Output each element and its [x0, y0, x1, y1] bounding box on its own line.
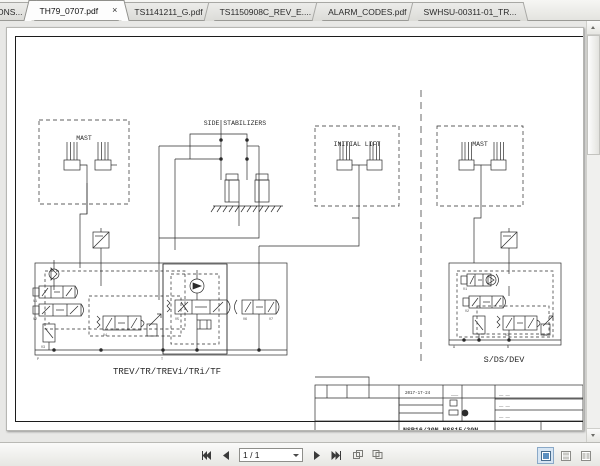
next-view-button[interactable]	[369, 446, 386, 464]
left-circuit-label: TREV/TR/TREVi/TRi/TF	[113, 367, 221, 377]
titleblock-scale-cell: ———	[450, 394, 459, 398]
port-b: B	[507, 346, 509, 350]
initial-lift-label: INITIAL LIFT	[334, 141, 381, 148]
tab-label: TS1150908C_REV_E....	[219, 6, 312, 17]
tab-ts1141211-g-pdf[interactable]: TS1141211_G.pdf	[123, 2, 210, 20]
tag-v1: V1	[33, 300, 37, 304]
tab-label: ONS...	[0, 6, 23, 17]
document-tab-bar: ONS... TH79_0707.pdf × TS1141211_G.pdf T…	[0, 0, 600, 21]
titleblock-approval-row-3: —— ——	[498, 416, 511, 420]
scroll-down-arrow-icon[interactable]	[587, 428, 600, 442]
titleblock-model: NSR16/20N,NSS15/20N	[403, 427, 478, 431]
mast-right-label: MAST	[472, 141, 488, 148]
chevron-down-icon[interactable]	[293, 454, 299, 457]
port-t: T	[161, 358, 163, 362]
titleblock-approval-row-2: —— ——	[498, 405, 511, 409]
tab-label: SWHSU-00311-01_TR...	[423, 6, 517, 17]
single-page-view-button[interactable]	[537, 447, 554, 464]
page-navigation-group	[198, 446, 386, 464]
tab-ts1150908c-rev-e-pdf[interactable]: TS1150908C_REV_E....	[208, 2, 319, 20]
right-valve-block	[448, 232, 562, 346]
next-page-button[interactable]	[308, 446, 325, 464]
mast-left-label: MAST	[76, 135, 92, 142]
continuous-page-view-button[interactable]	[557, 447, 574, 464]
titleblock-approval-row-1: —— ——	[498, 394, 511, 398]
document-viewport[interactable]: MAST SIDE STABILIZERS INITIAL LIFT MAST …	[0, 21, 600, 442]
side-stabilizers-group	[158, 120, 283, 258]
tab-label: ALARM_CODES.pdf	[328, 6, 407, 17]
port-a: A	[453, 346, 456, 350]
drawing-sheet-border	[15, 36, 583, 422]
right-circuit-label: S/DS/DEV	[484, 355, 526, 365]
tag-v6: V6	[243, 318, 247, 322]
initial-lift-group	[259, 125, 400, 247]
tag-v5: V5	[175, 318, 179, 322]
first-page-button[interactable]	[198, 446, 215, 464]
previous-view-button[interactable]	[350, 446, 367, 464]
tab-swhsu-00311-01-tr-pdf[interactable]: SWHSU-00311-01_TR...	[412, 2, 524, 20]
tab-th79-0707-pdf[interactable]: TH79_0707.pdf ×	[28, 0, 125, 20]
view-mode-group	[537, 447, 594, 464]
side-stabilizers-label: SIDE STABILIZERS	[204, 120, 267, 127]
scroll-up-arrow-icon[interactable]	[587, 21, 600, 35]
tag-v3: V3	[41, 346, 45, 350]
hydraulic-diagram: MAST SIDE STABILIZERS INITIAL LIFT MAST …	[7, 28, 583, 430]
mast-left-group	[38, 119, 130, 228]
tag-v2: V2	[33, 318, 37, 322]
left-flow-regulator	[92, 228, 110, 260]
mast-right-group	[436, 125, 524, 232]
tab-label: TH79_0707.pdf	[39, 5, 99, 16]
port-p: P	[37, 358, 39, 362]
tab-label: TS1141211_G.pdf	[134, 6, 203, 17]
tag-v4: V4	[103, 334, 107, 338]
previous-page-button[interactable]	[217, 446, 234, 464]
tab-alarm-codes-pdf[interactable]: ALARM_CODES.pdf	[317, 2, 414, 20]
close-icon[interactable]: ×	[112, 5, 118, 15]
last-page-button[interactable]	[327, 446, 344, 464]
tag-r3: V3	[505, 334, 509, 338]
title-block-frame	[314, 376, 583, 430]
right-flow-regulator	[500, 228, 518, 262]
tag-r4: V4	[543, 334, 547, 338]
scrollbar-thumb[interactable]	[587, 35, 600, 155]
vertical-scrollbar[interactable]	[586, 21, 600, 442]
titleblock-rev-cell: 2017-17-24	[405, 392, 431, 396]
left-valve-block	[32, 228, 288, 356]
tag-r2: V2	[465, 310, 469, 314]
status-bar	[0, 442, 600, 466]
tag-v7: V7	[269, 318, 273, 322]
page-number-combo[interactable]	[239, 448, 303, 462]
pdf-page: MAST SIDE STABILIZERS INITIAL LIFT MAST …	[6, 27, 584, 431]
two-page-view-button[interactable]	[577, 447, 594, 464]
tag-r1: V1	[463, 288, 467, 292]
page-number-input[interactable]	[240, 449, 295, 461]
